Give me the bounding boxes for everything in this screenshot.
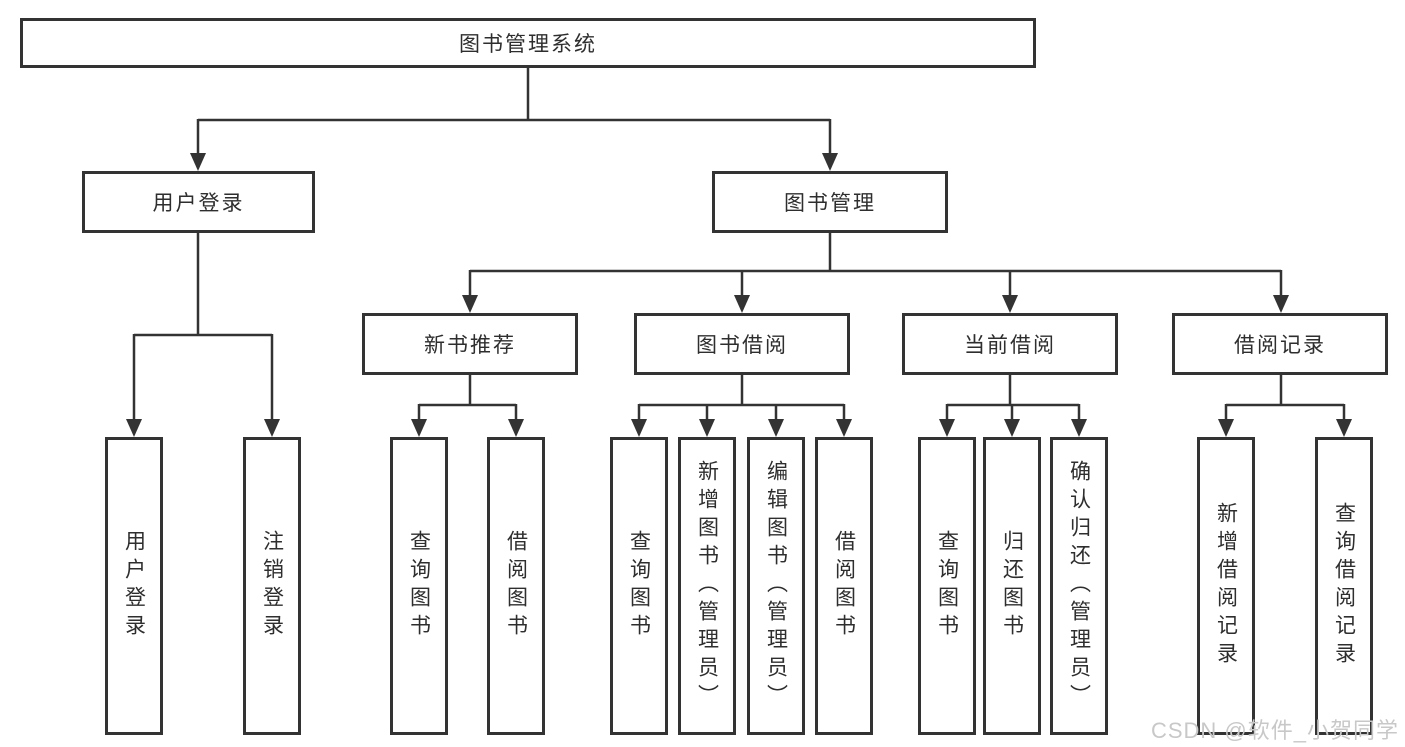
node-leaf-query-books-1: 查询图书 [390,437,448,735]
node-leaf-query-books-3: 查询图书 [918,437,976,735]
node-leaf-borrow-books-2: 借阅图书 [815,437,873,735]
node-label: 查询图书 [935,530,959,642]
node-label: 确认归还（管理员） [1067,460,1091,712]
node-label: 查询图书 [627,530,651,642]
node-root-system: 图书管理系统 [20,18,1036,68]
node-book-management-module: 图书管理 [712,171,948,233]
node-label: 借阅图书 [832,530,856,642]
node-borrow-records: 借阅记录 [1172,313,1388,375]
node-label: 查询借阅记录 [1332,502,1356,670]
node-leaf-query-borrow-record: 查询借阅记录 [1315,437,1373,735]
node-current-borrow: 当前借阅 [902,313,1118,375]
node-leaf-edit-books-admin: 编辑图书（管理员） [747,437,805,735]
csdn-watermark: CSDN @软件_小贺同学 [1150,718,1399,743]
node-leaf-add-borrow-record: 新增借阅记录 [1197,437,1255,735]
node-label: 当前借阅 [964,334,1056,357]
node-label: 借阅图书 [504,530,528,642]
node-leaf-borrow-books-1: 借阅图书 [487,437,545,735]
node-leaf-user-login: 用户登录 [105,437,163,735]
node-label: 新增借阅记录 [1214,502,1238,670]
node-label: 新增图书（管理员） [695,460,719,712]
node-book-borrow: 图书借阅 [634,313,850,375]
node-leaf-add-books-admin: 新增图书（管理员） [678,437,736,735]
node-label: 用户登录 [152,192,245,215]
node-label: 借阅记录 [1234,334,1326,357]
node-user-login-module: 用户登录 [82,171,315,233]
arrowhead-icons [126,153,1352,437]
node-label: 图书管理 [784,192,876,215]
node-label: 编辑图书（管理员） [764,460,788,712]
node-new-book-recommend: 新书推荐 [362,313,578,375]
node-label: 注销登录 [260,530,284,642]
node-leaf-return-books: 归还图书 [983,437,1041,735]
node-leaf-confirm-return-admin: 确认归还（管理员） [1050,437,1108,735]
node-label: 新书推荐 [424,334,516,357]
node-label: 图书借阅 [696,334,788,357]
node-leaf-logout: 注销登录 [243,437,301,735]
node-label: 用户登录 [122,530,146,642]
node-label: 查询图书 [407,530,431,642]
node-label: 归还图书 [1000,530,1024,642]
node-label: 图书管理系统 [459,33,597,56]
node-leaf-query-books-2: 查询图书 [610,437,668,735]
